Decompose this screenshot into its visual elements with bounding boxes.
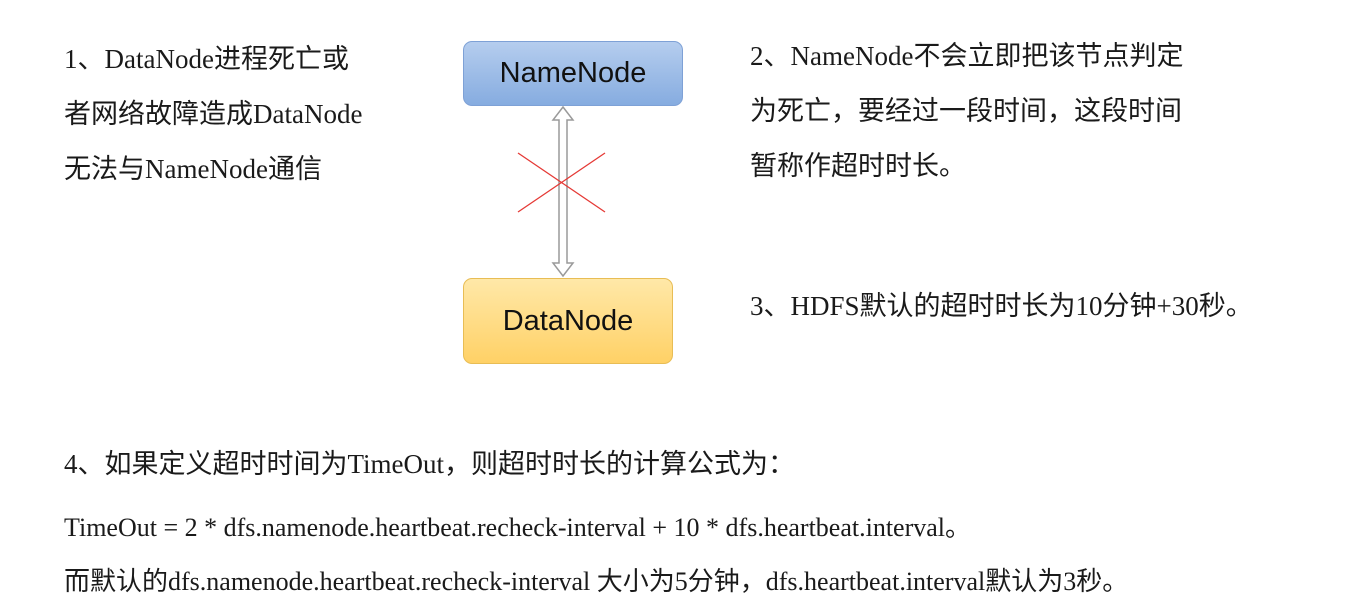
point-2-line-1: 2、NameNode不会立即把该节点判定 <box>750 41 1184 71</box>
namenode-box: NameNode <box>463 41 683 106</box>
point-2-text: 2、NameNode不会立即把该节点判定 为死亡，要经过一段时间，这段时间 暂称… <box>750 29 1183 194</box>
point-1-text: 1、DataNode进程死亡或 者网络故障造成DataNode 无法与NameN… <box>64 32 362 197</box>
datanode-box: DataNode <box>463 278 673 364</box>
bidirectional-arrow <box>551 105 575 278</box>
point-2-line-3: 暂称作超时时长。 <box>750 151 966 181</box>
point-2-line-2: 为死亡，要经过一段时间，这段时间 <box>750 96 1182 126</box>
defaults-line: 而默认的dfs.namenode.heartbeat.recheck-inter… <box>64 567 1129 596</box>
point-3-text: 3、HDFS默认的超时时长为10分钟+30秒。 <box>750 291 1253 321</box>
point-1-line-2: 者网络故障造成DataNode <box>64 99 363 129</box>
broken-connection <box>517 105 606 278</box>
point-1-line-3: 无法与NameNode通信 <box>64 154 322 184</box>
point-4-text: 4、如果定义超时时间为TimeOut，则超时时长的计算公式为： <box>64 449 796 479</box>
formula-line: TimeOut = 2 * dfs.namenode.heartbeat.rec… <box>64 513 972 542</box>
cross-mark-line-2 <box>517 152 606 213</box>
point-1-line-1: 1、DataNode进程死亡或 <box>64 44 349 74</box>
